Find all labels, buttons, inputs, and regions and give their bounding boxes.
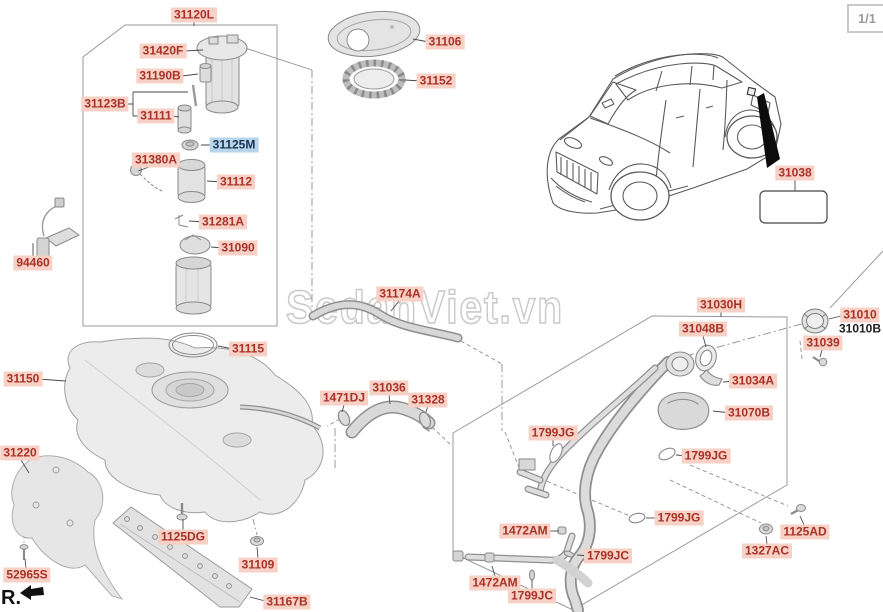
fastener-drawings <box>19 356 828 560</box>
vehicle-illustration <box>546 53 782 221</box>
part-label-31123B[interactable]: 31123B <box>81 96 129 112</box>
part-label-1799JG-2[interactable]: 1799JG <box>681 448 731 464</box>
page-indicator: 1/1 <box>847 4 883 33</box>
part-label-1799JC-2[interactable]: 1799JC <box>507 588 557 604</box>
part-label-31120L[interactable]: 31120L <box>170 7 218 23</box>
part-label-31167B[interactable]: 31167B <box>263 594 311 610</box>
direction-marker: R. <box>1 584 45 610</box>
direction-arrow-icon <box>20 585 44 600</box>
part-label-31010B[interactable]: 31010B <box>838 321 882 336</box>
part-label-31010[interactable]: 31010 <box>840 307 880 323</box>
tank-cover-drawing <box>327 10 421 58</box>
part-label-31190B[interactable]: 31190B <box>136 68 184 84</box>
part-label-31106[interactable]: 31106 <box>425 34 465 50</box>
part-label-31174A[interactable]: 31174A <box>376 286 424 302</box>
part-label-1125DG[interactable]: 1125DG <box>157 529 209 545</box>
part-label-31328[interactable]: 31328 <box>408 392 448 408</box>
part-label-31111[interactable]: 31111 <box>137 108 175 124</box>
fuel-pump-module-drawing <box>130 34 248 315</box>
part-label-52965S[interactable]: 52965S <box>3 567 51 583</box>
label-placard-box <box>759 190 828 224</box>
fuel-pump-assembly-box <box>82 24 278 327</box>
fuel-tank-drawing <box>64 337 324 523</box>
filler-hose-drawing <box>337 400 436 439</box>
direction-marker-label: R. <box>1 587 21 609</box>
part-label-1472AM-1[interactable]: 1472AM <box>499 523 551 539</box>
heat-shield-drawing <box>11 455 124 600</box>
part-label-31115[interactable]: 31115 <box>228 341 268 357</box>
part-label-31152[interactable]: 31152 <box>416 73 456 89</box>
part-label-31030H[interactable]: 31030H <box>696 297 746 313</box>
tank-seal-ring-drawing <box>168 332 218 358</box>
part-label-31034A[interactable]: 31034A <box>728 373 778 389</box>
filler-neck-assembly-drawing <box>452 344 723 612</box>
part-label-31125M-highlighted[interactable]: 31125M <box>209 137 259 153</box>
tank-band-bracket-drawing <box>112 506 253 608</box>
fuel-cap-drawing <box>801 308 829 334</box>
part-label-31150[interactable]: 31150 <box>3 371 43 387</box>
filler-neck-assembly-box <box>452 315 788 611</box>
part-label-31112[interactable]: 31112 <box>216 174 256 190</box>
part-label-1799JG-1[interactable]: 1799JG <box>528 425 578 441</box>
part-label-31036[interactable]: 31036 <box>369 380 409 396</box>
part-label-1125AD[interactable]: 1125AD <box>780 524 830 540</box>
part-label-31281A[interactable]: 31281A <box>198 214 248 230</box>
part-label-31038[interactable]: 31038 <box>775 165 815 181</box>
part-label-31220[interactable]: 31220 <box>0 445 40 461</box>
vapor-hose-drawing <box>308 300 463 343</box>
part-label-94460[interactable]: 94460 <box>13 255 53 271</box>
part-label-31070B[interactable]: 31070B <box>724 405 774 421</box>
part-label-1327AC[interactable]: 1327AC <box>741 543 793 559</box>
part-label-1472AM-2[interactable]: 1472AM <box>469 575 521 591</box>
part-label-31420F[interactable]: 31420F <box>139 43 187 59</box>
part-label-31380A[interactable]: 31380A <box>131 152 181 168</box>
fuel-door-callout-wedge <box>757 93 780 168</box>
part-label-31090[interactable]: 31090 <box>218 240 258 256</box>
part-label-1799JG-3[interactable]: 1799JG <box>654 510 704 526</box>
lock-ring-drawing <box>342 59 406 99</box>
part-label-31109[interactable]: 31109 <box>238 557 278 573</box>
part-label-31039[interactable]: 31039 <box>803 335 843 351</box>
part-label-1471DJ[interactable]: 1471DJ <box>319 390 369 406</box>
part-label-31048B[interactable]: 31048B <box>678 321 728 337</box>
part-label-1799JC-1[interactable]: 1799JC <box>583 548 633 564</box>
fuel-sender-drawing <box>36 197 80 258</box>
